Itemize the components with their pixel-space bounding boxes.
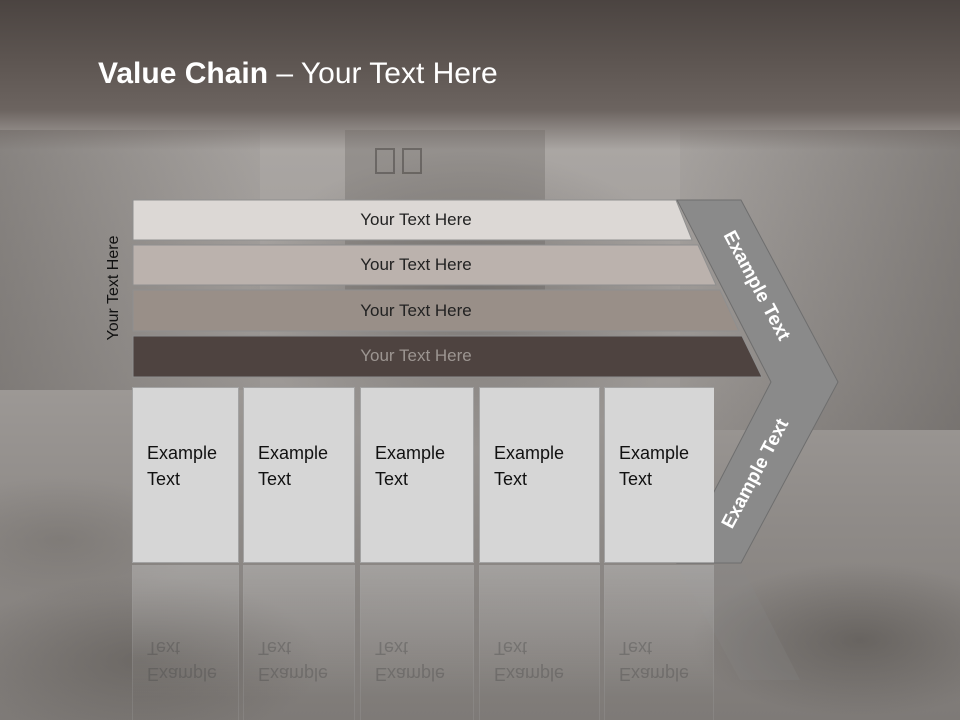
- row-text-3: Your Text Here: [360, 301, 472, 320]
- reflection-text: Example Text: [147, 638, 218, 684]
- title-band: [0, 0, 960, 150]
- reflection-text: Example Text: [375, 638, 446, 684]
- activity-box-reflection: Example Text: [479, 565, 600, 720]
- reflection-text: Example Text: [619, 638, 690, 684]
- activity-box-reflection: Example Text: [243, 565, 355, 720]
- activity-box-text: Example Text: [258, 443, 329, 489]
- row-bar-1: [132, 199, 693, 241]
- activity-box-1: Example Text: [132, 387, 239, 563]
- row-text-2: Your Text Here: [360, 255, 472, 274]
- activity-box-reflection: Example Text: [604, 565, 714, 720]
- row-bar-2: [132, 244, 717, 286]
- row-bar-4: [132, 335, 763, 378]
- activity-box-4: Example Text: [479, 387, 600, 563]
- activity-box-reflection: Example Text: [132, 565, 239, 720]
- activity-box-text: Example Text: [147, 443, 218, 489]
- activity-box-2: Example Text: [243, 387, 355, 563]
- row-text-4: Your Text Here: [360, 346, 472, 365]
- row-text-1: Your Text Here: [360, 210, 472, 229]
- slide-title: Value Chain – Your Text Here: [98, 54, 798, 94]
- title-bold: Value Chain: [98, 57, 269, 90]
- activity-box-text: Example Text: [619, 443, 690, 489]
- activity-box-text: Example Text: [375, 443, 446, 489]
- chevron-arrow: [676, 199, 839, 564]
- activity-box-reflection: Example Text: [360, 565, 474, 720]
- chevron-reflection: [677, 565, 800, 680]
- row-bar-3: [132, 289, 740, 332]
- activity-box-text: Example Text: [494, 443, 565, 489]
- title-rest: – Your Text Here: [268, 57, 498, 90]
- reflection-text: Example Text: [494, 638, 565, 684]
- reflection-text: Example Text: [258, 638, 329, 684]
- activity-box-3: Example Text: [360, 387, 474, 563]
- activity-box-5: Example Text: [604, 387, 714, 563]
